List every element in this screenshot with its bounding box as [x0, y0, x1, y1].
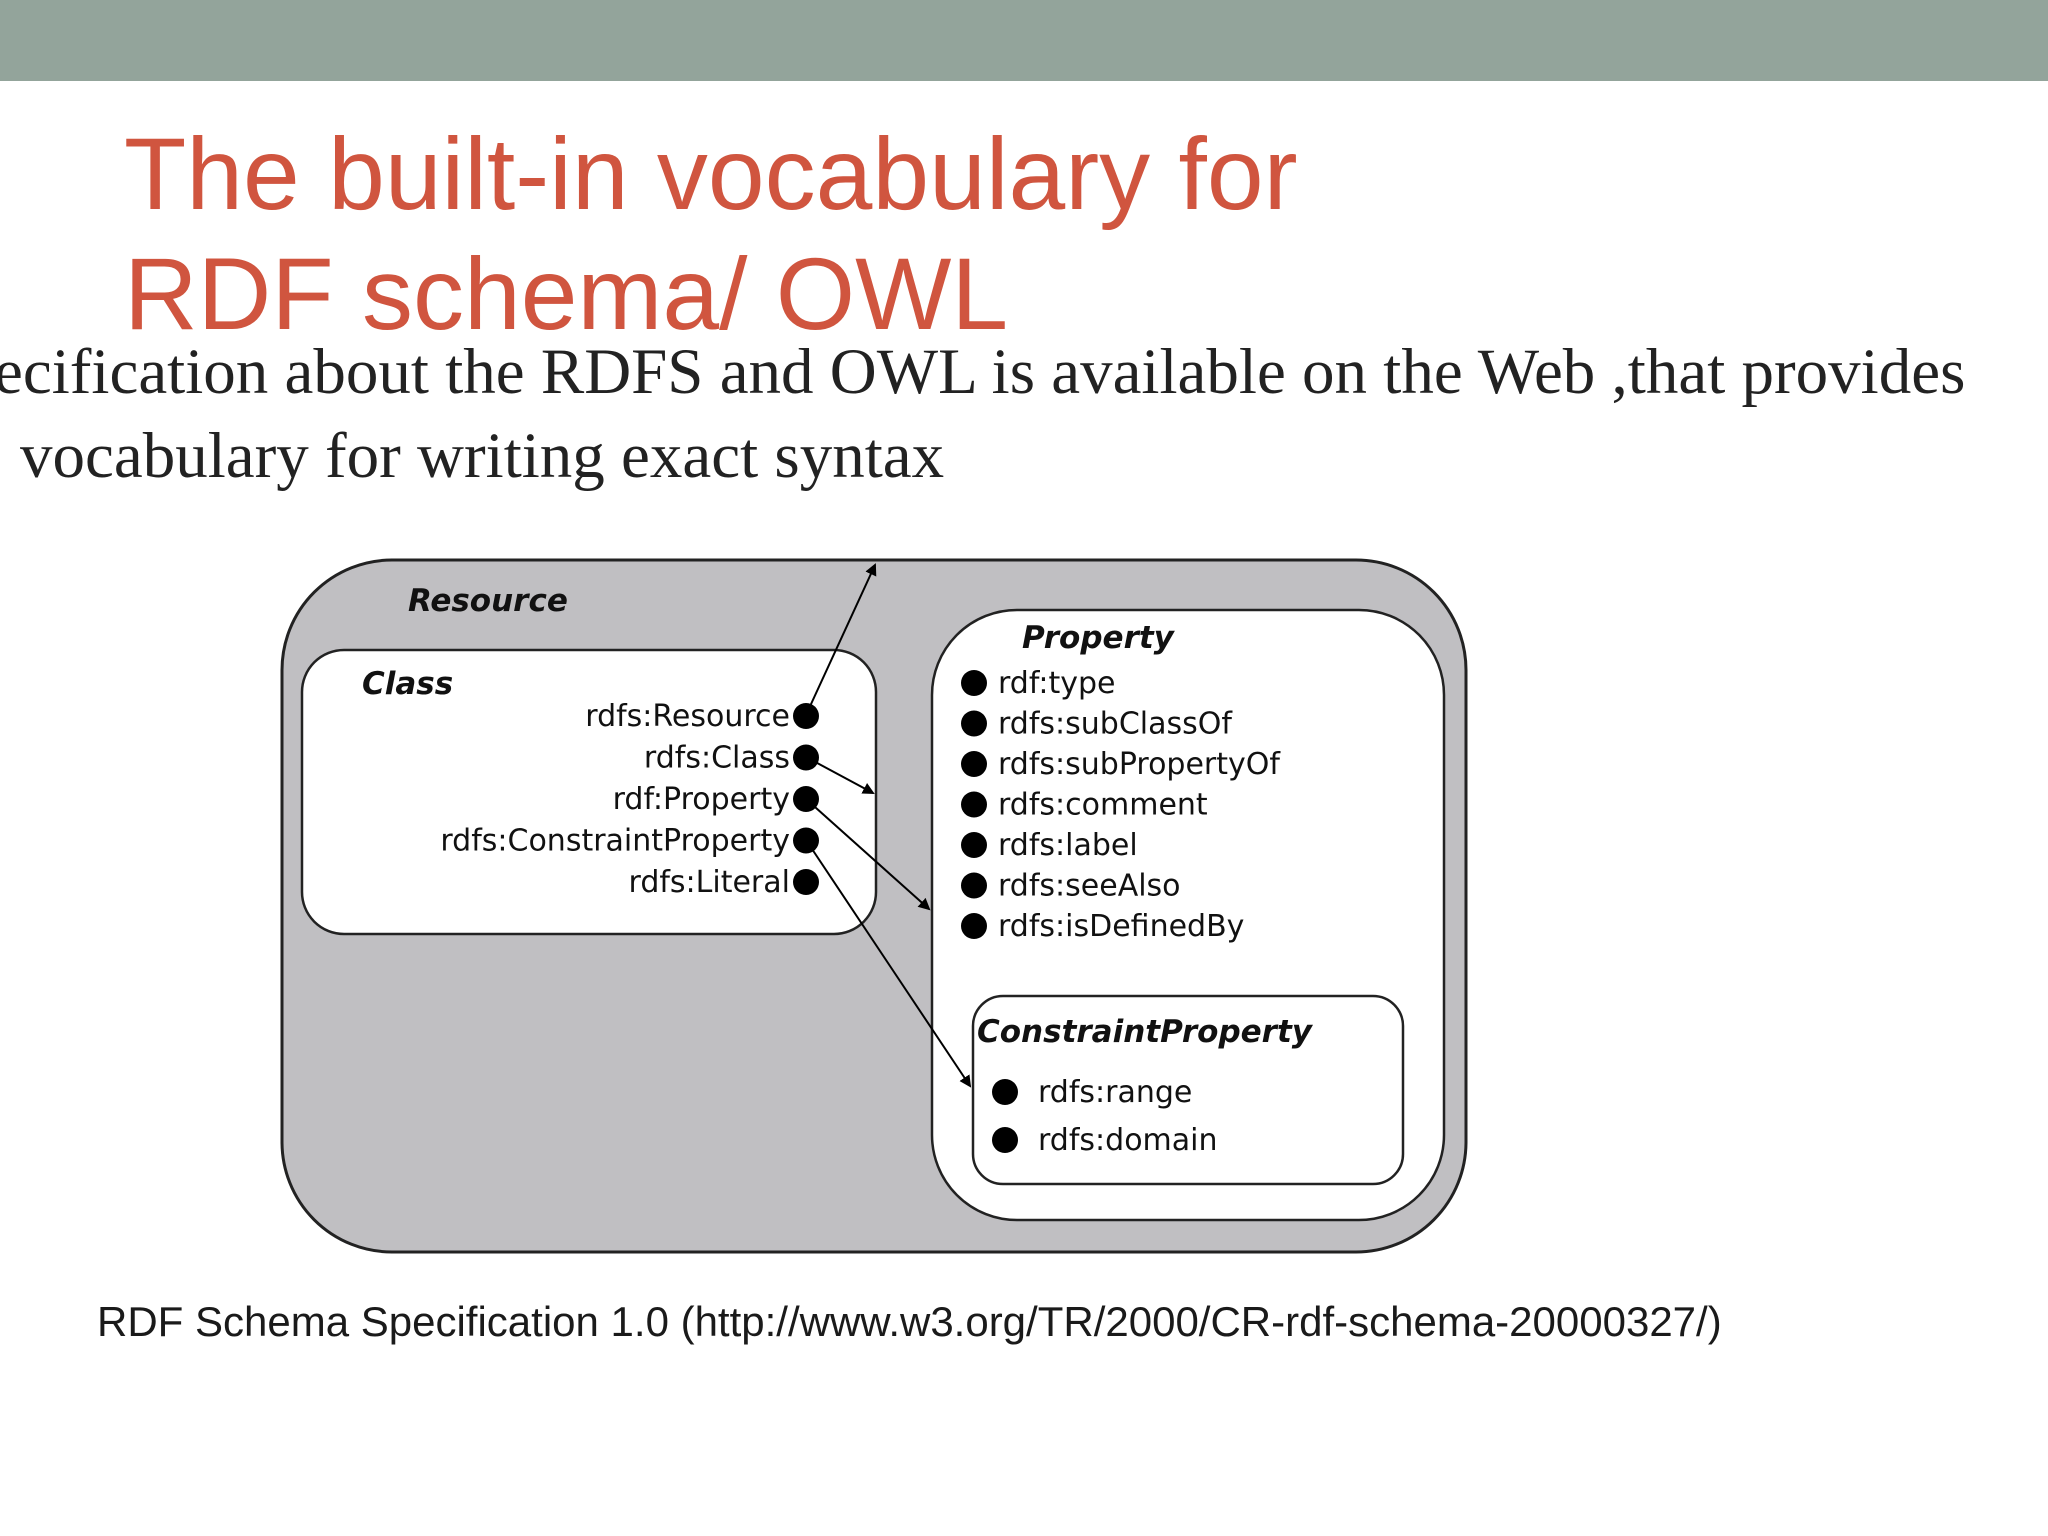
arrow-property-to-property-box [805, 798, 931, 911]
property-item-bullet [961, 913, 987, 939]
property-item-label: rdfs:seeAlso [998, 869, 1181, 904]
class-item-label: rdfs:Class [644, 741, 790, 776]
class-items: rdfs:Resource rdfs:Class rdf:Property rdfs:… [440, 699, 819, 900]
property-item-label: rdfs:isDefinedBy [998, 909, 1244, 944]
constraint-property-label: ConstraintProperty [977, 1014, 1314, 1050]
property-item-bullet [961, 872, 987, 899]
constraint-property-box [971, 994, 1405, 1186]
rdf-schema-diagram: Resource Class rdfs:Resourcerdfs:Classrd… [280, 558, 1468, 1254]
constraint-item-label: rdfs:range [1038, 1075, 1192, 1110]
arrow-constraintproperty-to-constraint-box [805, 839, 972, 1088]
constraint-item-label: rdfs:domain [1038, 1123, 1218, 1158]
slide-title-line-2: RDF schema/ OWL [124, 237, 1009, 351]
class-item-label: rdf:Property [613, 782, 790, 817]
body-text-line-2: vocabulary for writing exact syntax [20, 420, 945, 492]
arrow-resource-to-resource-container [805, 563, 877, 716]
class-box-label: Class [362, 666, 453, 702]
property-item-bullet [961, 670, 987, 696]
property-item-label: rdfs:comment [998, 788, 1208, 823]
property-item-label: rdfs:subClassOf [998, 707, 1233, 742]
class-item-label: rdfs:ConstraintProperty [440, 824, 790, 859]
property-item-bullet [961, 832, 987, 858]
property-item-bullet [961, 751, 987, 777]
property-item-bullet [961, 710, 987, 737]
constraint-item-bullet [992, 1127, 1018, 1153]
figure-caption: RDF Schema Specification 1.0 (http://www… [97, 1298, 1722, 1345]
constraint-item-bullet [992, 1079, 1018, 1105]
class-box [300, 648, 878, 936]
class-item-label: rdfs:Literal [629, 865, 790, 900]
top-bar [0, 0, 2048, 81]
constraint-items: rdfs:range rdfs:domain [992, 1075, 1218, 1158]
slide-title-line-1: The built-in vocabulary for [124, 117, 1298, 231]
property-item-label: rdfs:subPropertyOf [998, 747, 1281, 782]
class-item-bullet [793, 703, 819, 729]
property-box-label: Property [1022, 620, 1176, 656]
body-text-line-1: ecification about the RDFS and OWL is av… [0, 336, 1966, 408]
property-item-label: rdf:type [998, 666, 1115, 701]
resource-label: Resource [408, 583, 568, 619]
property-item-bullet [961, 791, 987, 818]
arrow-class-to-class-box [805, 756, 875, 794]
property-items: rdf:type rdfs:subClassOf rdfs:subPropertyO… [961, 666, 1281, 944]
property-item-label: rdfs:label [998, 828, 1138, 863]
class-item-label: rdfs:Resource [585, 699, 790, 734]
class-item-bullet [793, 869, 819, 895]
